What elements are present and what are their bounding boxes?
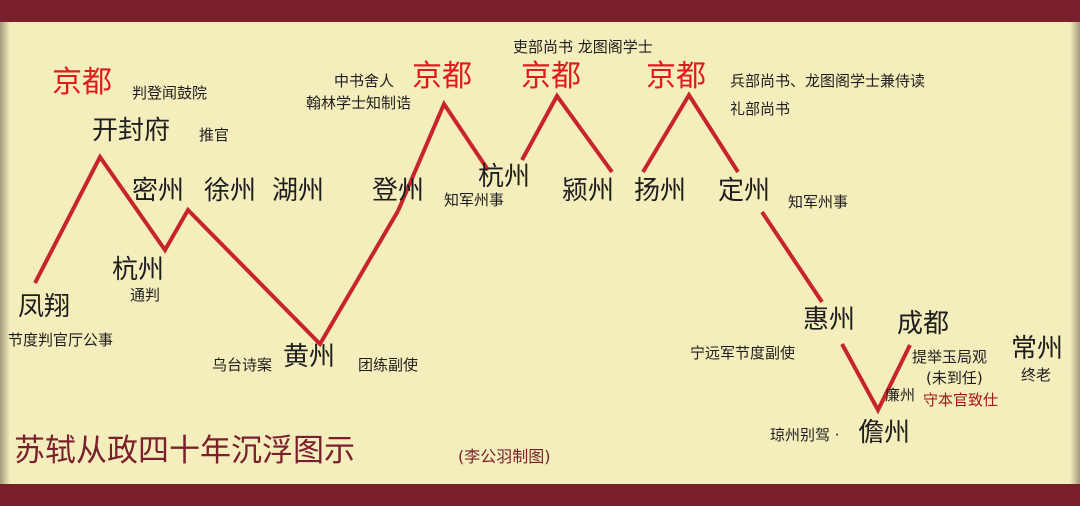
station-kaifengfu: 开封府 [92, 116, 171, 146]
route-segment-5 [760, 210, 824, 304]
right-edge-shadow [1070, 22, 1080, 484]
station-lianzhou: 廉州 [885, 386, 916, 404]
note-jingdu-4-post-2: 礼部尚书 [730, 100, 791, 118]
note-hangzhou-2-post: 知军州事 [444, 191, 505, 209]
station-huzhou: 湖州 [272, 176, 325, 206]
station-hangzhou-2: 杭州 [478, 162, 531, 192]
station-huangzhou: 黄州 [283, 342, 336, 372]
diagram-credit: (李公羽制图) [458, 447, 551, 466]
station-changzhou: 常州 [1011, 334, 1064, 364]
route-segment-3 [520, 92, 614, 174]
note-jingdu-2-post-1: 中书舍人 [334, 72, 395, 90]
station-hangzhou-1: 杭州 [112, 255, 165, 285]
note-fengxiang-post: 节度判官厅公事 [8, 331, 114, 349]
note-hangzhou-1-post: 通判 [130, 286, 161, 304]
station-yangzhou: 扬州 [634, 176, 687, 206]
station-jingdu-2: 京都 [412, 59, 472, 94]
note-jingdu-2-post-2: 翰林学士知制诰 [306, 94, 412, 112]
note-lianzhou-post: 守本官致仕 [923, 391, 999, 409]
station-chengdu: 成都 [897, 309, 950, 339]
note-kaifengfu-post: 推官 [199, 126, 230, 144]
note-huangzhou-post: 团练副使 [358, 356, 419, 374]
station-yingzhou: 颍州 [562, 176, 615, 206]
route-segment-6 [840, 343, 912, 415]
station-mizhou: 密州 [132, 176, 185, 206]
note-danzhou-post: 琼州别驾 · [770, 426, 840, 444]
note-chengdu-status: (未到任) [926, 369, 983, 387]
note-huizhou-post: 宁远军节度副使 [690, 344, 796, 362]
note-changzhou-post: 终老 [1021, 366, 1052, 384]
route-segment-2 [396, 99, 490, 212]
note-jingdu-3-post: 吏部尚书 龙图阁学士 [513, 38, 653, 56]
diagram-panel [0, 22, 1080, 484]
station-huizhou: 惠州 [803, 305, 856, 335]
bottom-border-band [0, 484, 1080, 506]
note-jingdu-1-post: 判登闻鼓院 [132, 84, 208, 102]
station-fengxiang: 凤翔 [18, 292, 71, 322]
route-segment-1 [33, 153, 400, 348]
station-jingdu-4: 京都 [646, 59, 706, 94]
station-danzhou: 儋州 [858, 418, 911, 448]
top-border-band [0, 0, 1080, 22]
station-jingdu-3: 京都 [521, 59, 581, 94]
note-jingdu-4-post-1: 兵部尚书、龙图阁学士兼侍读 [730, 72, 926, 90]
left-edge-shadow [0, 22, 10, 484]
route-segment-4 [641, 91, 740, 174]
station-dingzhou: 定州 [718, 176, 771, 206]
note-huangzhou-incident: 乌台诗案 [212, 356, 273, 374]
diagram-title: 苏轼从政四十年沉浮图示 [14, 433, 355, 469]
station-dengzhou: 登州 [372, 176, 425, 206]
station-jingdu-1: 京都 [52, 65, 112, 100]
station-xuzhou: 徐州 [204, 176, 257, 206]
note-chengdu-post: 提举玉局观 [912, 348, 988, 366]
note-dingzhou-post: 知军州事 [788, 193, 849, 211]
